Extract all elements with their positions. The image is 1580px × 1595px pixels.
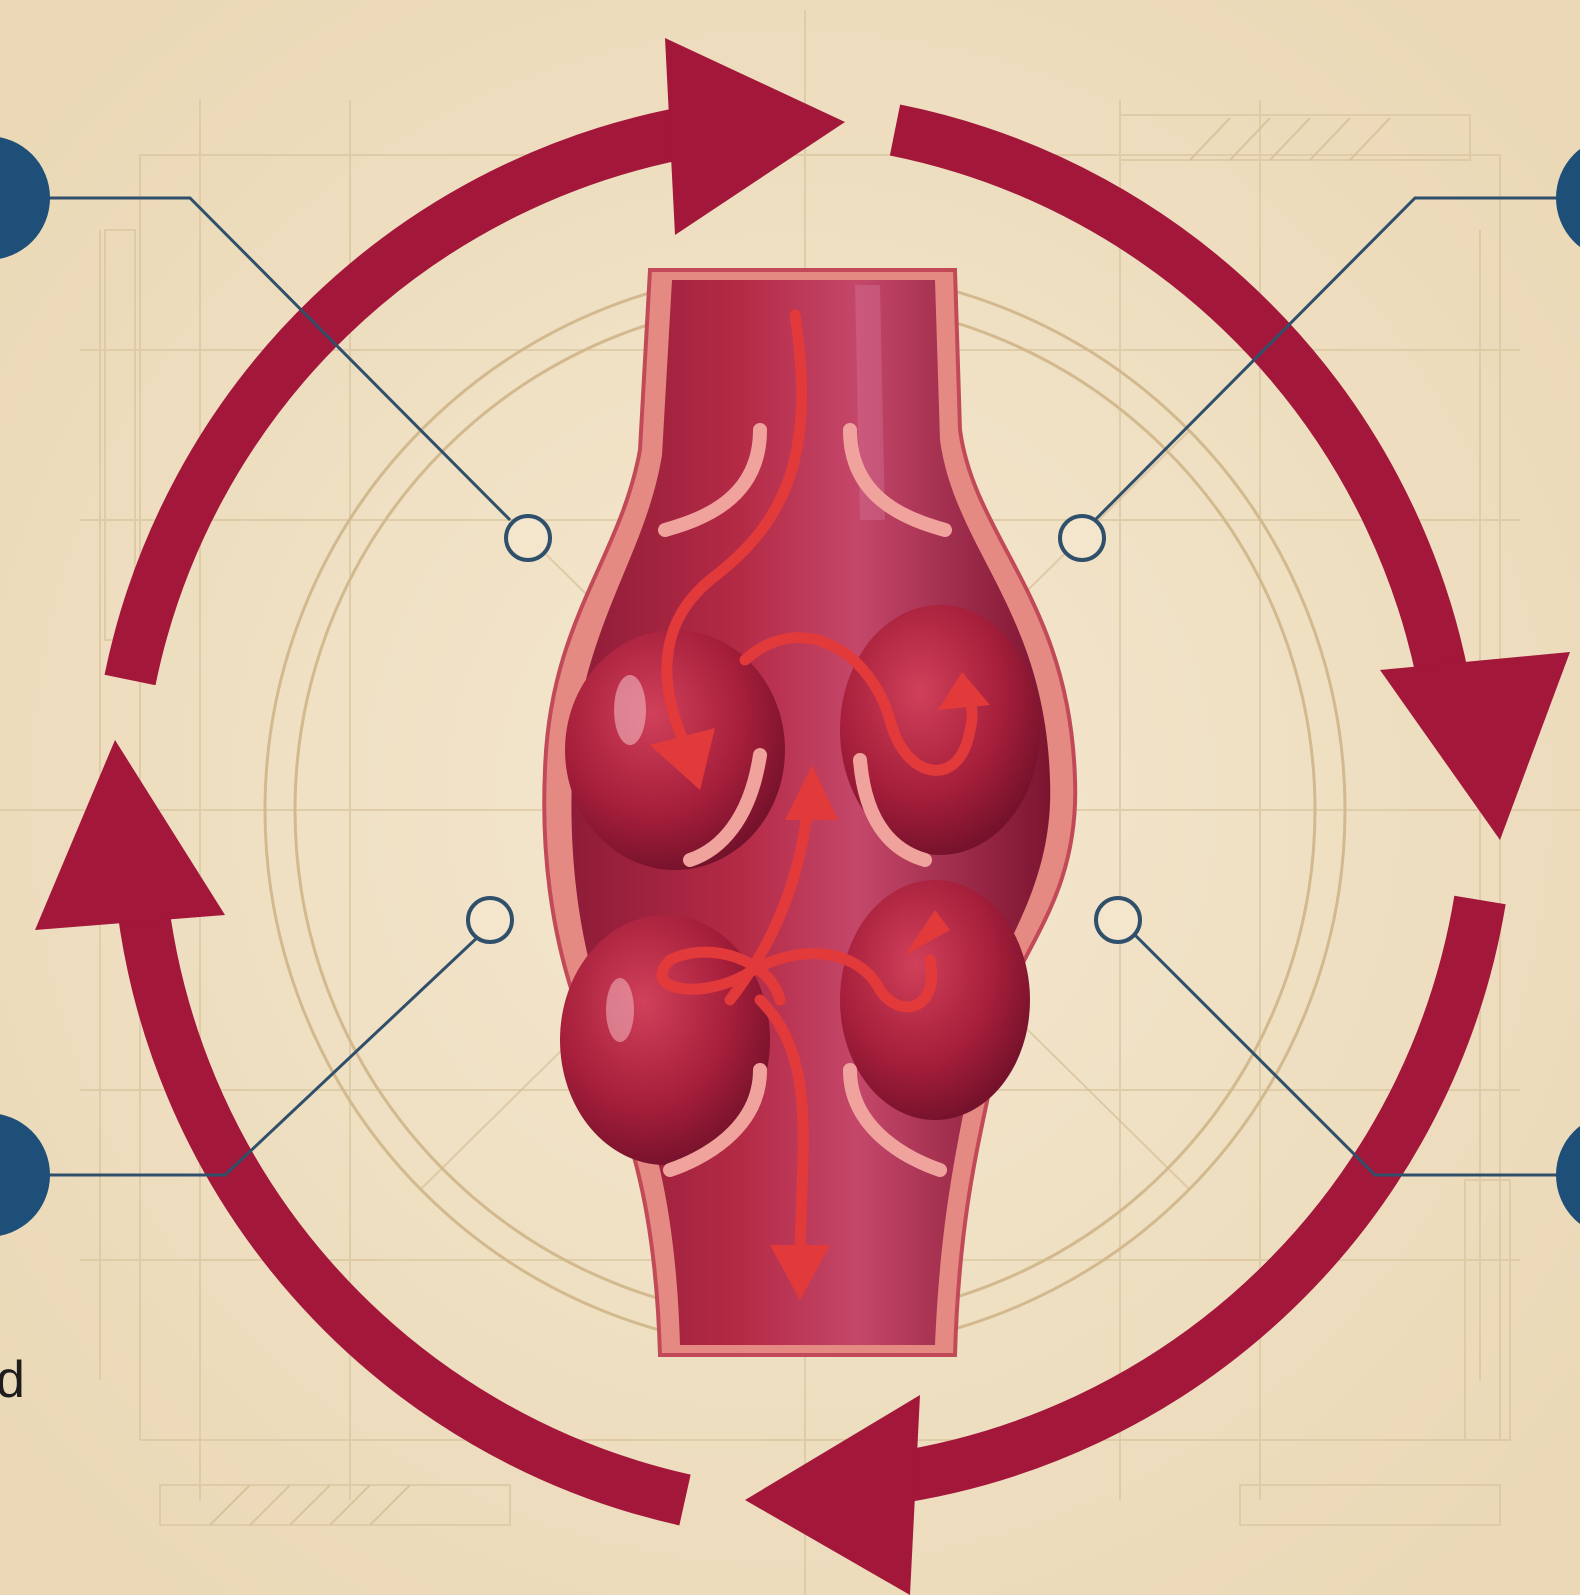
callout-anchor-ring-icon <box>506 516 550 560</box>
callout-anchor-ring-icon <box>1060 516 1104 560</box>
callout-anchor-ring-icon <box>1096 898 1140 942</box>
callout-anchor-ring-icon <box>468 898 512 942</box>
pouch-gloss <box>614 675 646 745</box>
pouch-gloss <box>606 978 634 1042</box>
left-edge-text-fragment: d <box>0 1350 25 1410</box>
